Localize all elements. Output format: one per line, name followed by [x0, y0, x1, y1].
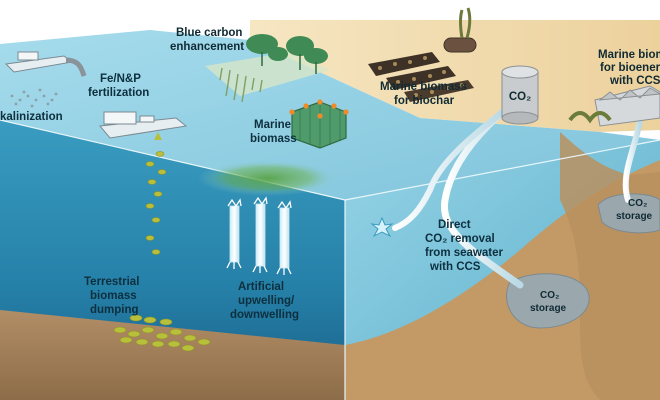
label-co2-storage-seabed-line1: CO₂	[540, 290, 559, 301]
label-biochar-line2: for biochar	[394, 95, 455, 107]
co2-tank-label: CO₂	[509, 91, 531, 103]
label-co2-storage-right-line1: CO₂	[628, 198, 647, 209]
label-terrestrial-line1: Terrestrial	[84, 276, 139, 288]
co2-tank: CO₂	[502, 66, 538, 124]
label-direct-removal-line1: Direct	[438, 219, 471, 231]
label-bioenergy-line1: Marine biom	[598, 49, 660, 61]
label-terrestrial-line2: biomass	[90, 290, 137, 302]
label-marine-biomass-line1: Marine	[254, 119, 291, 131]
label-upwelling-line1: Artificial	[238, 281, 284, 293]
label-upwelling-line2: upwelling/	[238, 295, 295, 307]
label-co2-storage-seabed-line2: storage	[530, 303, 567, 314]
label-blue-carbon-line1: Blue carbon	[176, 27, 242, 39]
label-direct-removal-line3: from seawater	[425, 247, 504, 259]
label-co2-storage-right-line2: storage	[616, 211, 653, 222]
label-alkalinization: kalinization	[0, 111, 63, 123]
label-fertilization-line2: fertilization	[88, 87, 149, 99]
label-direct-removal-line2: CO₂ removal	[425, 233, 495, 245]
label-direct-removal-line4: with CCS	[429, 261, 481, 273]
label-bioenergy-line3: with CCS	[609, 75, 660, 87]
label-terrestrial-dumping: Terrestrial biomass dumping	[84, 276, 143, 316]
label-marine-biomass-line2: biomass	[250, 133, 297, 145]
label-upwelling-line3: downwelling	[230, 309, 299, 321]
label-biochar-line1: Marine biomass	[380, 81, 467, 93]
label-bioenergy-line2: for bioener	[600, 62, 660, 74]
label-fertilization-line1: Fe/N&P	[100, 73, 141, 85]
label-terrestrial-line3: dumping	[90, 304, 139, 316]
label-blue-carbon-line2: enhancement	[170, 41, 244, 53]
algal-bloom	[198, 160, 338, 196]
